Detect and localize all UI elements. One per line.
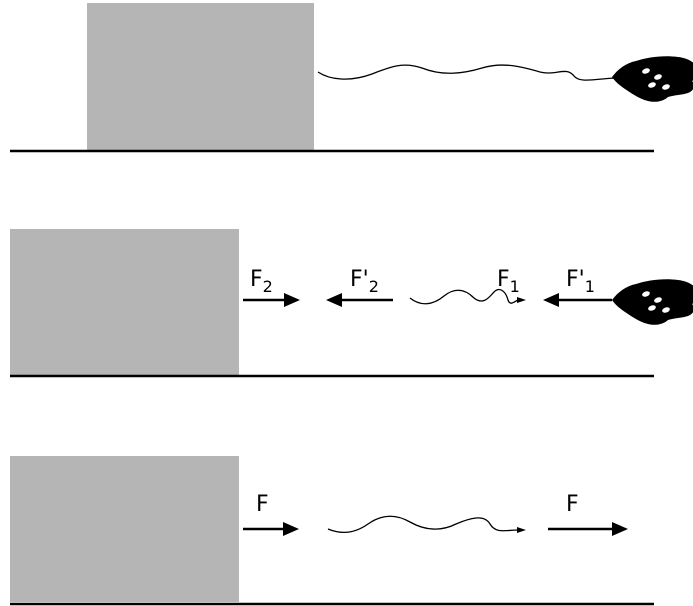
panel-3: F F: [10, 456, 654, 606]
force-label-f1-sub: 1: [510, 277, 520, 296]
block: [87, 3, 314, 150]
force-label-right: F: [566, 492, 579, 517]
force-label-f2-prime-main: F': [350, 267, 369, 292]
force-arrow-f1-prime: [543, 293, 612, 307]
force-label-f2-prime-sub: 2: [369, 277, 379, 296]
force-label-f2-main: F: [250, 267, 263, 292]
block: [10, 456, 239, 602]
hand-icon: [612, 279, 693, 325]
force-arrow-f2-prime: [326, 293, 393, 307]
force-arrow-right: [548, 522, 628, 536]
force-label-f2: F2: [250, 267, 273, 296]
force-arrow-left: [243, 522, 299, 536]
force-label-f1: F1: [497, 267, 520, 296]
rope-arrowhead: [517, 527, 526, 533]
rope: [409, 288, 519, 305]
force-label-f1-main: F: [497, 267, 510, 292]
panel-2: F2 F'2 F1 F'1: [10, 229, 693, 378]
force-label-f2-prime: F'2: [350, 267, 379, 296]
force-label-f1-prime-main: F': [566, 267, 585, 292]
block: [10, 229, 239, 375]
panel-1: [10, 3, 693, 153]
force-label-left: F: [256, 492, 269, 517]
rope: [327, 515, 519, 533]
rope-arrowhead: [517, 297, 526, 303]
rope: [317, 64, 619, 81]
force-label-f2-sub: 2: [263, 277, 273, 296]
force-arrow-f2: [243, 293, 300, 307]
hand-icon: [612, 56, 693, 102]
force-label-f1-prime: F'1: [566, 267, 595, 296]
force-label-f1-prime-sub: 1: [585, 277, 595, 296]
